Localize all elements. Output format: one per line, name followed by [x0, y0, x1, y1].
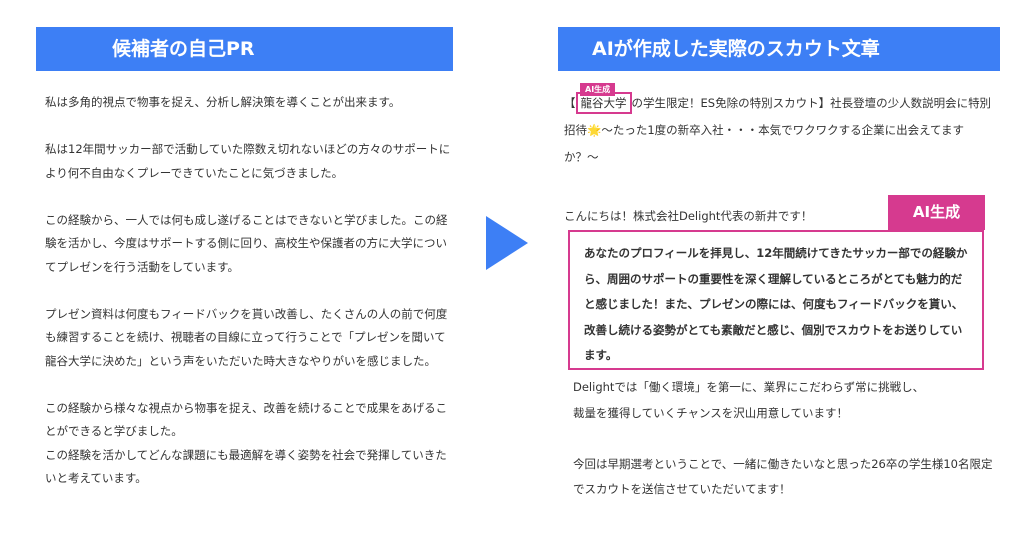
intro-prefix: 【 [564, 96, 576, 110]
left-header: 候補者の自己PR [36, 27, 453, 71]
scout-intro: 【龍谷大学の学生限定！ES免除の特別スカウト】社長登壇の少人数説明会に特別招待🌟… [564, 90, 994, 171]
self-pr-paragraph: この経験から様々な視点から物事を捉え、改善を続けることで成果をあげることができる… [45, 400, 448, 486]
scout-greeting: こんにちは！株式会社Delight代表の新井です！ [564, 209, 813, 223]
right-triangle-arrow-icon [486, 216, 528, 270]
intro-rest: の学生限定！ES免除の特別スカウト】社長登壇の少人数説明会に特別招待🌟〜たった1… [564, 96, 992, 164]
self-pr-paragraph: この経験から、一人では何も成し遂げることはできないと学びました。この経験を活かし… [45, 212, 448, 274]
scout-paragraph: 今回は早期選考ということで、一緒に働きたいなと思った26卒の学生様10名限定でス… [573, 456, 993, 497]
self-pr-paragraph: プレゼン資料は何度もフィードバックを貰い改善し、たくさんの人の前で何度も練習する… [45, 306, 448, 368]
self-pr-paragraph: 私は多角的視点で物事を捉え、分析し解決策を導くことが出来ます。 [45, 95, 401, 109]
ai-generated-text: あなたのプロフィールを拝見し、12年間続けてきたサッカー部での経験から、周囲のサ… [584, 246, 968, 362]
right-header: AIが作成した実際のスカウト文章 [558, 27, 1000, 71]
ai-generated-mini-tag: AI生成 [580, 83, 616, 96]
scout-body: Delightでは「働く環境」を第一に、業界にこだわらず常に挑戦し、 裁量を獲得… [573, 375, 993, 528]
ai-generated-text-box: あなたのプロフィールを拝見し、12年間続けてきたサッカー部での経験から、周囲のサ… [568, 230, 984, 370]
ai-generated-tag: AI生成 [888, 195, 985, 230]
self-pr-paragraph: 私は12年間サッカー部で活動していた際数え切れないほどの方々のサポートにより何不… [45, 142, 451, 180]
self-pr-text: 私は多角的視点で物事を捉え、分析し解決策を導くことが出来ます。 私は12年間サッ… [45, 91, 455, 514]
scout-paragraph: Delightでは「働く環境」を第一に、業界にこだわらず常に挑戦し、 裁量を獲得… [573, 380, 925, 420]
